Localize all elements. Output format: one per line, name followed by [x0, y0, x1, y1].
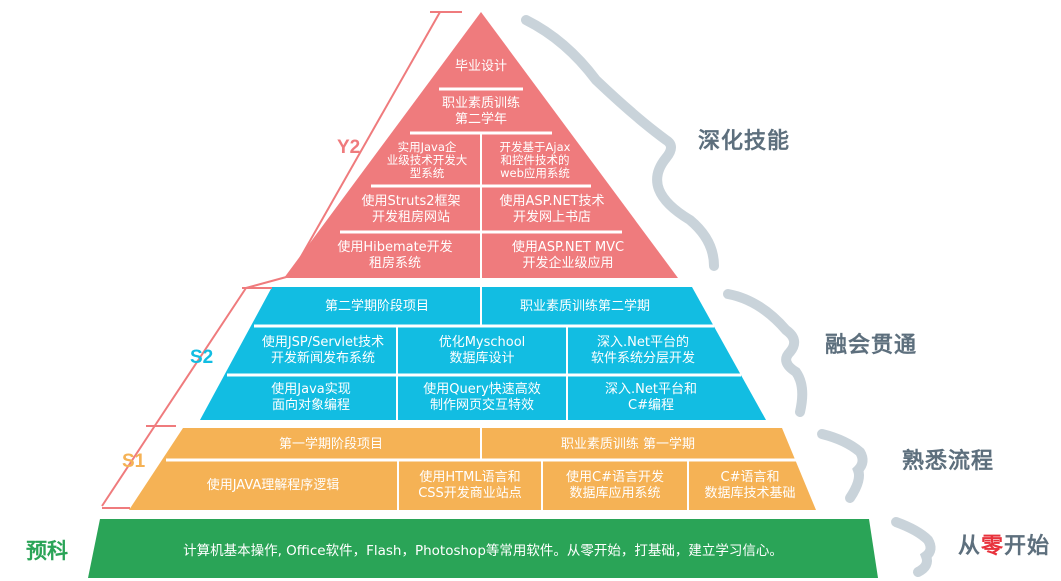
s2-band: [200, 287, 766, 420]
side-label-start-from-zero: 从零开始: [958, 528, 1050, 560]
y2-aspnet-mvc: 使用ASP.NET MVC 开发企业级应用: [511, 240, 625, 271]
stage-label-y2: Y2: [337, 137, 361, 158]
prep-band: [88, 519, 878, 578]
y2-java-enterprise: 实用Java企 业级技术开发大 型系统: [386, 139, 468, 180]
s2-myschool-db: 优化Myschool 数据库设计: [438, 335, 526, 366]
s2-java-oop: 使用Java实现 面向对象编程: [271, 382, 351, 413]
s2-net-csharp: 深入.Net平台和 C#编程: [605, 382, 697, 413]
left-brackets: [101, 11, 462, 509]
s1-csharp-db-basics: C#语言和 数据库技术基础: [704, 469, 796, 501]
y2-struts2-project: 使用Struts2框架 开发租房网站: [361, 194, 461, 225]
side-label-zero-prefix: 从: [958, 534, 982, 559]
stage-label-s1: S1: [122, 451, 146, 472]
side-label-zero-char: 零: [981, 534, 1005, 559]
stage-label-prep: 预科: [26, 540, 68, 563]
s2-query-effects: 使用Query快速高效 制作网页交互特效: [423, 382, 541, 413]
y2-graduation-design: 毕业设计: [454, 59, 507, 74]
y2-professional-training: 职业素质训练 第二学年: [441, 96, 520, 127]
side-label-familiar-process: 熟悉流程: [902, 449, 995, 474]
s2-stage-project: 第二学期阶段项目: [324, 299, 429, 314]
s2-net-layered: 深入.Net平台的 软件系统分层开发: [590, 335, 695, 366]
s1-csharp-db-app: 使用C#语言开发 数据库应用系统: [566, 469, 664, 501]
stage-label-s2: S2: [190, 347, 214, 368]
side-label-zero-suffix: 开始: [1004, 534, 1051, 559]
prep-description: 计算机基本操作, Office软件，Flash，Photoshop等常用软件。从…: [183, 543, 783, 559]
side-label-integrate: 融会贯通: [825, 333, 918, 358]
s1-professional-training: 职业素质训练 第一学期: [560, 436, 696, 452]
s1-html-css: 使用HTML语言和 CSS开发商业站点: [418, 469, 522, 501]
s2-jsp-servlet: 使用JSP/Servlet技术 开发新闻发布系统: [261, 335, 385, 366]
y2-ajax-web: 开发基于Ajax 和控件技术的 web应用系统: [499, 139, 571, 180]
y2-hibernate-project: 使用Hibemate开发 租房系统: [337, 240, 453, 271]
s1-stage-project: 第一学期阶段项目: [278, 436, 383, 452]
s1-java-logic: 使用JAVA理解程序逻辑: [206, 477, 340, 493]
y2-aspnet-bookstore: 使用ASP.NET技术 开发网上书店: [499, 194, 605, 225]
side-label-deepen-skills: 深化技能: [698, 129, 791, 154]
s2-professional-training: 职业素质训练第二学期: [519, 299, 650, 314]
s1-band: [129, 428, 816, 510]
right-brackets: [521, 15, 936, 577]
